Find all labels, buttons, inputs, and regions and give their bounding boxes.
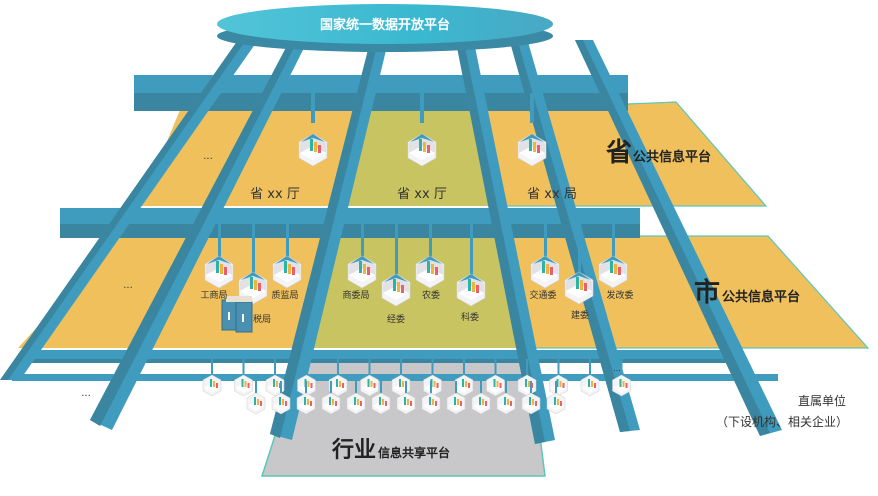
province-dept-label: 省 xx 厅 <box>250 187 300 202</box>
direct-ellipsis-left: ... <box>81 388 91 399</box>
connector-stem <box>337 359 339 377</box>
server-icon <box>221 296 253 333</box>
support-legs <box>0 40 782 444</box>
direct-beam-2 <box>12 374 778 381</box>
connector-stem <box>330 381 332 395</box>
city-suffix-label: 公共信息平台 <box>722 289 800 305</box>
city-dept-label: 工商局 <box>200 289 227 301</box>
city-beam <box>60 208 640 224</box>
industry-big-label: 行业 <box>331 437 376 463</box>
connector-stem <box>430 381 432 395</box>
connector-stem <box>242 359 245 377</box>
connector-stem <box>305 381 307 395</box>
industry-suffix-label: 信息共享平台 <box>378 445 450 460</box>
connector-stem <box>280 381 282 395</box>
top-platform-label: 国家统一数据开放平台 <box>320 17 450 33</box>
connector-stem <box>211 359 213 377</box>
connector-stem <box>400 359 402 377</box>
connector-stem <box>557 359 560 377</box>
connector-stem <box>530 381 532 395</box>
city-dept-label: 交通委 <box>529 289 556 301</box>
city-ellipsis: ... <box>123 280 133 291</box>
direct-units-subtitle: （下设机构、相关企业） <box>716 414 848 429</box>
city-dept-label: 经委 <box>387 313 405 325</box>
connector-stem <box>463 359 465 377</box>
connector-stem <box>494 359 497 377</box>
connector-stem <box>480 381 482 395</box>
top-platform <box>217 4 553 44</box>
city-dept-label: 建委 <box>571 309 589 321</box>
province-ellipsis: ... <box>203 151 213 162</box>
connector-stem <box>274 359 276 377</box>
connector-stem <box>431 359 434 377</box>
city-dept-label: 商委局 <box>342 289 369 301</box>
province-beam <box>134 75 628 93</box>
direct-beam-1 <box>26 350 736 359</box>
city-dept-label: 质监局 <box>271 289 298 301</box>
province-nodes <box>298 93 547 167</box>
direct-ellipsis-right: ... <box>613 364 621 373</box>
connector-stem <box>505 381 507 395</box>
connector-stem <box>526 359 528 377</box>
city-dept-label: 发改委 <box>606 289 633 301</box>
connector-stem <box>620 359 623 377</box>
data-box-icon <box>246 392 266 415</box>
province-big-label: 省 <box>605 138 632 168</box>
connector-stem <box>380 381 382 395</box>
city-dept-label: 科委 <box>461 311 479 323</box>
connector-stem <box>589 359 591 377</box>
province-suffix-label: 公共信息平台 <box>633 149 711 165</box>
city-dept-label: 税局 <box>253 313 271 325</box>
data-box-icon <box>546 392 566 415</box>
city-nodes <box>204 224 628 307</box>
connector-stem <box>255 381 257 395</box>
connector-stem <box>405 381 407 395</box>
connector-stem <box>368 359 371 377</box>
connector-stem <box>455 381 457 395</box>
city-big-label: 市 <box>694 277 720 308</box>
province-dept-label: 省 xx 局 <box>527 187 577 202</box>
connector-stem <box>355 381 357 395</box>
city-dept-label: 农委 <box>422 289 440 301</box>
connector-stem <box>305 359 308 377</box>
province-dept-label: 省 xx 厅 <box>397 187 447 202</box>
direct-unit-nodes <box>202 359 631 415</box>
direct-units-title: 直属单位 <box>798 393 846 408</box>
connector-stem <box>555 381 557 395</box>
